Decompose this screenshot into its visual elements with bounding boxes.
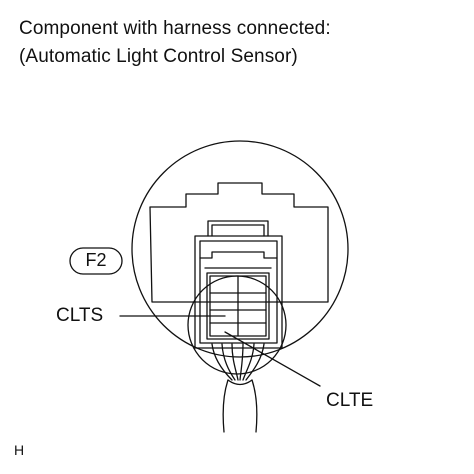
figure-code: H bbox=[14, 442, 25, 458]
title-line-1: Component with harness connected: bbox=[19, 18, 331, 39]
title-line-2: (Automatic Light Control Sensor) bbox=[19, 46, 298, 67]
connector-code-label: F2 bbox=[85, 250, 107, 270]
connector-housing-outline bbox=[149, 182, 329, 303]
terminal-label-clte: CLTE bbox=[326, 390, 374, 411]
connector-outer-frame bbox=[194, 235, 283, 349]
harness-tube bbox=[222, 379, 258, 433]
harness-side-circle bbox=[187, 275, 287, 375]
connector-code-badge bbox=[69, 247, 123, 275]
terminal-label-clts: CLTS bbox=[56, 305, 104, 326]
sensor-body-outline bbox=[131, 140, 349, 358]
locking-tab bbox=[207, 220, 269, 237]
clte-leader-line bbox=[224, 331, 321, 387]
harness-wires bbox=[211, 343, 265, 381]
